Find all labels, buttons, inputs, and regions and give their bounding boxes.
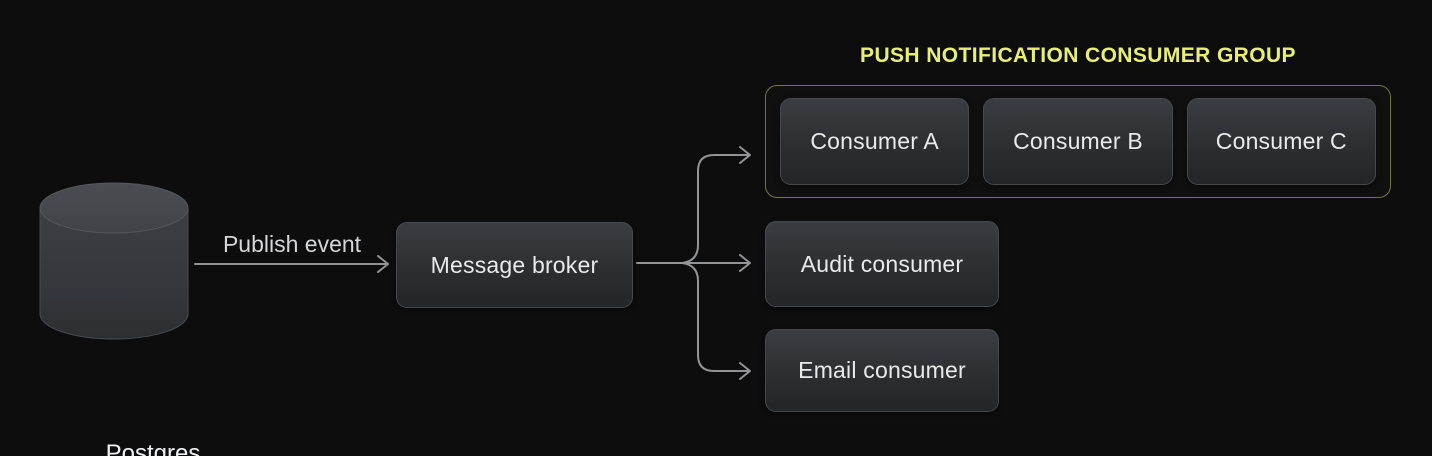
postgres-node: Postgres: [39, 182, 200, 456]
consumer-c-label: Consumer C: [1215, 128, 1347, 154]
edge-to-email-consumer: [681, 262, 751, 380]
postgres-label: Postgres: [105, 440, 201, 456]
edge-publish-event: [194, 255, 389, 273]
email-consumer-label: Email consumer: [798, 357, 966, 383]
message-broker-node: Message broker: [396, 222, 633, 308]
edge-to-consumer-group: [681, 146, 751, 264]
consumer-b-node: Consumer B: [983, 98, 1173, 185]
consumer-b-label: Consumer B: [1013, 128, 1143, 154]
consumer-a-node: Consumer A: [780, 98, 970, 185]
consumer-group-title: PUSH NOTIFICATION CONSUMER GROUP: [860, 44, 1296, 67]
database-cylinder-icon: [39, 182, 189, 340]
push-notification-consumer-group: Consumer A Consumer B Consumer C: [765, 85, 1391, 198]
publish-event-label: Publish event: [222, 231, 362, 257]
consumer-a-label: Consumer A: [810, 128, 939, 154]
message-broker-label: Message broker: [430, 251, 599, 278]
edge-to-audit-consumer: [681, 254, 751, 272]
email-consumer-node: Email consumer: [765, 329, 999, 412]
audit-consumer-node: Audit consumer: [765, 221, 999, 307]
consumer-c-node: Consumer C: [1186, 98, 1376, 185]
audit-consumer-label: Audit consumer: [800, 250, 964, 277]
